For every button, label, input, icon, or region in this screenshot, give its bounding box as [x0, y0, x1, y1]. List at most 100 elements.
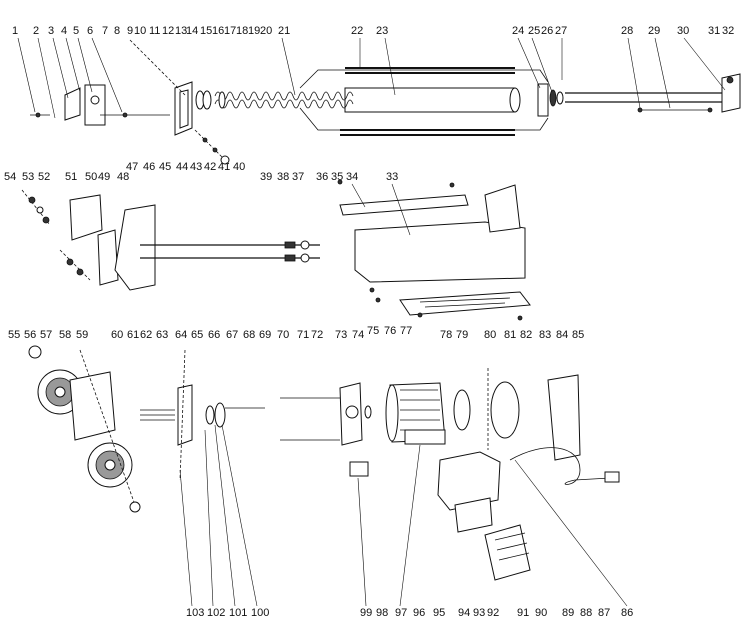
- label-20: 20: [260, 25, 272, 37]
- label-40: 40: [233, 161, 245, 173]
- wheel-assembly: [28, 345, 141, 513]
- callout-labels-lowmid: 47 46 45 44 43 42 41 40 75 76 77: [126, 161, 412, 337]
- label-98: 98: [376, 607, 388, 619]
- mid-left-wedge-assembly: [21, 189, 320, 291]
- label-83: 83: [539, 329, 551, 341]
- label-34: 34: [346, 171, 358, 183]
- label-55: 55: [8, 329, 20, 341]
- label-14: 14: [186, 25, 198, 37]
- label-84: 84: [556, 329, 568, 341]
- label-73: 73: [335, 329, 347, 341]
- label-7: 7: [102, 25, 108, 37]
- label-75: 75: [367, 325, 379, 337]
- leader-lines: [17, 37, 726, 607]
- label-102: 102: [207, 607, 225, 619]
- label-31: 31: [708, 25, 720, 37]
- label-25: 25: [528, 25, 540, 37]
- label-52: 52: [38, 171, 50, 183]
- label-51: 51: [65, 171, 77, 183]
- label-100: 100: [251, 607, 269, 619]
- label-69: 69: [259, 329, 271, 341]
- label-15: 15: [200, 25, 212, 37]
- label-33: 33: [386, 171, 398, 183]
- label-5: 5: [73, 25, 79, 37]
- label-96: 96: [413, 607, 425, 619]
- label-74: 74: [352, 329, 364, 341]
- label-91: 91: [517, 607, 529, 619]
- callout-labels-mid: 54 53 52 51 50 49 48 39 38 37 36 35 34 3…: [4, 171, 398, 183]
- label-85: 85: [572, 329, 584, 341]
- label-39: 39: [260, 171, 272, 183]
- label-23: 23: [376, 25, 388, 37]
- label-90: 90: [535, 607, 547, 619]
- label-2: 2: [33, 25, 39, 37]
- label-17: 17: [224, 25, 236, 37]
- label-70: 70: [277, 329, 289, 341]
- label-92: 92: [487, 607, 499, 619]
- label-47: 47: [126, 161, 138, 173]
- label-88: 88: [580, 607, 592, 619]
- label-1: 1: [12, 25, 18, 37]
- label-29: 29: [648, 25, 660, 37]
- label-71: 71: [297, 329, 309, 341]
- label-46: 46: [143, 161, 155, 173]
- label-13: 13: [175, 25, 187, 37]
- label-32: 32: [722, 25, 734, 37]
- label-45: 45: [159, 161, 171, 173]
- label-54: 54: [4, 171, 16, 183]
- label-79: 79: [456, 329, 468, 341]
- label-28: 28: [621, 25, 633, 37]
- label-6: 6: [87, 25, 93, 37]
- label-19: 19: [248, 25, 260, 37]
- label-44: 44: [176, 161, 188, 173]
- label-49: 49: [98, 171, 110, 183]
- label-11: 11: [149, 25, 160, 37]
- top-ram-assembly: [30, 39, 741, 166]
- callout-labels-top: 1 2 3 4 5 6 7 8 9 10 11 12 13 14 15 16 1…: [12, 25, 734, 37]
- label-41: 41: [218, 161, 230, 173]
- label-64: 64: [175, 329, 187, 341]
- label-43: 43: [190, 161, 202, 173]
- label-93: 93: [473, 607, 485, 619]
- label-53: 53: [22, 171, 34, 183]
- label-77: 77: [400, 325, 412, 337]
- motor-pump-assembly: [140, 349, 620, 581]
- label-56: 56: [24, 329, 36, 341]
- label-68: 68: [243, 329, 255, 341]
- label-58: 58: [59, 329, 71, 341]
- label-42: 42: [204, 161, 216, 173]
- label-36: 36: [316, 171, 328, 183]
- label-3: 3: [48, 25, 54, 37]
- label-37: 37: [292, 171, 304, 183]
- label-57: 57: [40, 329, 52, 341]
- label-97: 97: [395, 607, 407, 619]
- label-99: 99: [360, 607, 372, 619]
- label-95: 95: [433, 607, 445, 619]
- label-72: 72: [311, 329, 323, 341]
- label-21: 21: [278, 25, 290, 37]
- label-67: 67: [226, 329, 238, 341]
- label-16: 16: [212, 25, 224, 37]
- label-76: 76: [384, 325, 396, 337]
- label-26: 26: [541, 25, 553, 37]
- label-59: 59: [76, 329, 88, 341]
- label-61: 61: [127, 329, 139, 341]
- callout-labels-low: 55 56 57 58 59 60 61 62 63 64 65 66 67 6…: [8, 329, 584, 341]
- label-10: 10: [134, 25, 146, 37]
- label-38: 38: [277, 171, 289, 183]
- label-8: 8: [114, 25, 120, 37]
- label-9: 9: [127, 25, 133, 37]
- label-24: 24: [512, 25, 524, 37]
- label-94: 94: [458, 607, 470, 619]
- label-81: 81: [504, 329, 516, 341]
- label-27: 27: [555, 25, 567, 37]
- label-103: 103: [186, 607, 204, 619]
- label-30: 30: [677, 25, 689, 37]
- label-18: 18: [236, 25, 248, 37]
- label-66: 66: [208, 329, 220, 341]
- label-62: 62: [140, 329, 152, 341]
- label-60: 60: [111, 329, 123, 341]
- label-82: 82: [520, 329, 532, 341]
- callout-labels-bottom: 103 102 101 100 99 98 97 96 95 94 93 92 …: [186, 607, 633, 619]
